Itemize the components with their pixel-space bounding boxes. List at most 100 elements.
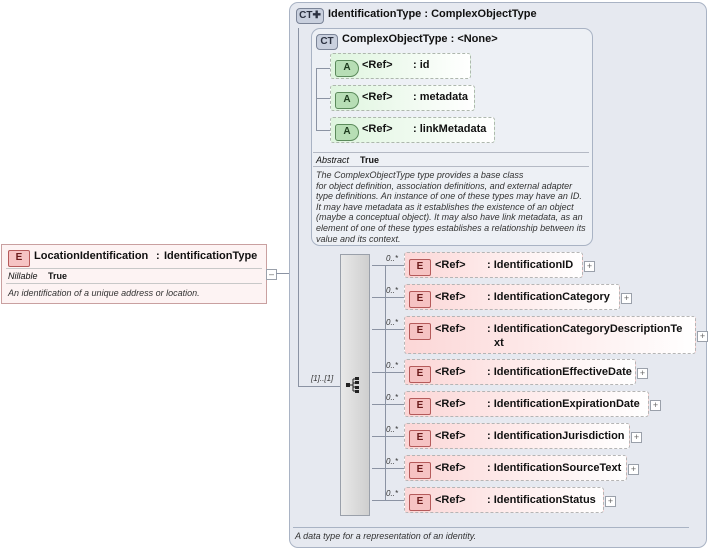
location-identification-element[interactable]: E LocationIdentification : Identificatio…: [1, 244, 267, 304]
element-name: : IdentificationSourceText: [487, 462, 622, 474]
sequence-element[interactable]: E <Ref> : IdentificationExpirationDate: [404, 391, 649, 417]
sequence-occurrence: [1]..[1]: [311, 374, 334, 383]
element-name: LocationIdentification: [34, 250, 149, 262]
element-badge: E: [409, 291, 431, 308]
complex-object-type-title: ComplexObjectType : <None>: [342, 33, 498, 45]
divider: [6, 268, 262, 269]
expand-button[interactable]: +: [621, 293, 632, 304]
nillable-label: Nillable: [8, 271, 38, 281]
element-ref: <Ref>: [435, 323, 466, 335]
connector-line: [372, 468, 404, 469]
expand-button[interactable]: +: [628, 464, 639, 475]
divider: [293, 527, 689, 528]
attribute-metadata[interactable]: A <Ref> : metadata: [330, 85, 475, 111]
identification-type-title: IdentificationType : ComplexObjectType: [328, 8, 537, 20]
nillable-value: True: [48, 271, 68, 281]
element-name: : IdentificationCategory: [487, 291, 610, 303]
connector-line: [372, 372, 404, 373]
connector-line: [372, 329, 404, 330]
attribute-name: : metadata: [413, 91, 469, 103]
identification-type-documentation: A data type for a representation of an i…: [295, 531, 477, 541]
expand-button[interactable]: +: [637, 368, 648, 379]
connector-line: [298, 386, 340, 387]
element-badge: E: [409, 398, 431, 415]
element-occurrence: 0..*: [386, 286, 399, 295]
element-ref: <Ref>: [435, 259, 466, 271]
element-badge: E: [409, 259, 431, 276]
attribute-badge: A: [335, 92, 359, 109]
attribute-badge: A: [335, 124, 359, 141]
element-badge: E: [409, 323, 431, 340]
element-name: : IdentificationCategoryDescriptionTe: [487, 323, 683, 335]
expand-button[interactable]: +: [631, 432, 642, 443]
element-name: : IdentificationJurisdiction: [487, 430, 625, 442]
element-ref: <Ref>: [435, 494, 466, 506]
expand-button[interactable]: +: [650, 400, 661, 411]
element-type: IdentificationType: [164, 250, 258, 262]
element-badge: E: [409, 494, 431, 511]
abstract-value: True: [360, 155, 380, 165]
ct-badge: CT: [316, 34, 338, 50]
connector-line: [316, 68, 317, 130]
connector-line: [316, 98, 330, 99]
element-ref: <Ref>: [435, 462, 466, 474]
attribute-id[interactable]: A <Ref> : id: [330, 53, 471, 79]
element-name: : IdentificationStatus: [487, 494, 596, 506]
sequence-element[interactable]: E <Ref> : IdentificationSourceText: [404, 455, 627, 481]
attribute-link-metadata[interactable]: A <Ref> : linkMetadata: [330, 117, 495, 143]
connector-line: [298, 28, 299, 387]
element-occurrence: 0..*: [386, 361, 399, 370]
connector-line: [316, 130, 330, 131]
expand-button[interactable]: +: [605, 496, 616, 507]
element-ref: <Ref>: [435, 430, 466, 442]
collapse-button[interactable]: –: [266, 269, 277, 280]
sequence-compositor[interactable]: [340, 254, 370, 516]
sequence-element[interactable]: E <Ref> : IdentificationID: [404, 252, 583, 278]
element-occurrence: 0..*: [386, 254, 399, 263]
connector-line: [385, 265, 386, 500]
element-name: : IdentificationEffectiveDate: [487, 366, 632, 378]
divider: [6, 283, 262, 284]
attribute-ref: <Ref>: [362, 59, 393, 71]
element-name: : IdentificationExpirationDate: [487, 398, 640, 410]
element-ref: <Ref>: [435, 291, 466, 303]
element-occurrence: 0..*: [386, 489, 399, 498]
divider: [313, 166, 589, 167]
sequence-element[interactable]: E <Ref> : IdentificationJurisdiction: [404, 423, 630, 449]
complex-object-type-documentation: The ComplexObjectType type provides a ba…: [316, 170, 586, 244]
expand-button[interactable]: +: [584, 261, 595, 272]
sequence-icon: [346, 377, 359, 393]
element-badge: E: [409, 430, 431, 447]
ct-badge: CT✚: [296, 8, 324, 24]
element-ref: <Ref>: [435, 398, 466, 410]
element-occurrence: 0..*: [386, 393, 399, 402]
sequence-element[interactable]: E <Ref> : IdentificationCategoryDescriptio…: [404, 316, 696, 354]
element-documentation: An identification of a unique address or…: [8, 288, 200, 298]
connector-line: [276, 273, 289, 274]
sequence-element[interactable]: E <Ref> : IdentificationStatus: [404, 487, 604, 513]
element-occurrence: 0..*: [386, 457, 399, 466]
element-separator: :: [156, 250, 160, 262]
plus-icon: ✚: [312, 10, 321, 21]
element-name: : IdentificationID: [487, 259, 574, 271]
attribute-name: : linkMetadata: [413, 123, 487, 135]
attribute-ref: <Ref>: [362, 123, 393, 135]
connector-line: [372, 265, 404, 266]
sequence-element[interactable]: E <Ref> : IdentificationEffectiveDate: [404, 359, 636, 385]
connector-line: [372, 500, 404, 501]
expand-button[interactable]: +: [697, 331, 708, 342]
sequence-element[interactable]: E <Ref> : IdentificationCategory: [404, 284, 620, 310]
element-occurrence: 0..*: [386, 425, 399, 434]
connector-line: [316, 68, 330, 69]
connector-line: [372, 297, 404, 298]
attribute-name: : id: [413, 59, 430, 71]
divider: [313, 152, 589, 153]
element-occurrence: 0..*: [386, 318, 399, 327]
element-badge: E: [409, 462, 431, 479]
abstract-label: Abstract: [316, 155, 350, 165]
connector-line: [372, 404, 404, 405]
attribute-badge: A: [335, 60, 359, 77]
element-badge: E: [409, 366, 431, 383]
element-badge: E: [8, 250, 30, 267]
element-ref: <Ref>: [435, 366, 466, 378]
